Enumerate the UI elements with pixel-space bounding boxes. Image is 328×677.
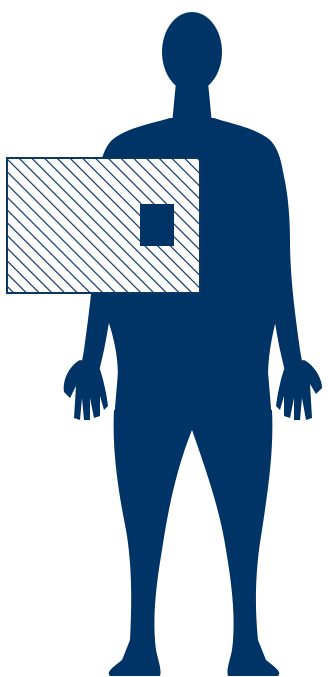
solid-marker-icon — [140, 204, 174, 246]
human-silhouette-icon — [64, 12, 322, 676]
